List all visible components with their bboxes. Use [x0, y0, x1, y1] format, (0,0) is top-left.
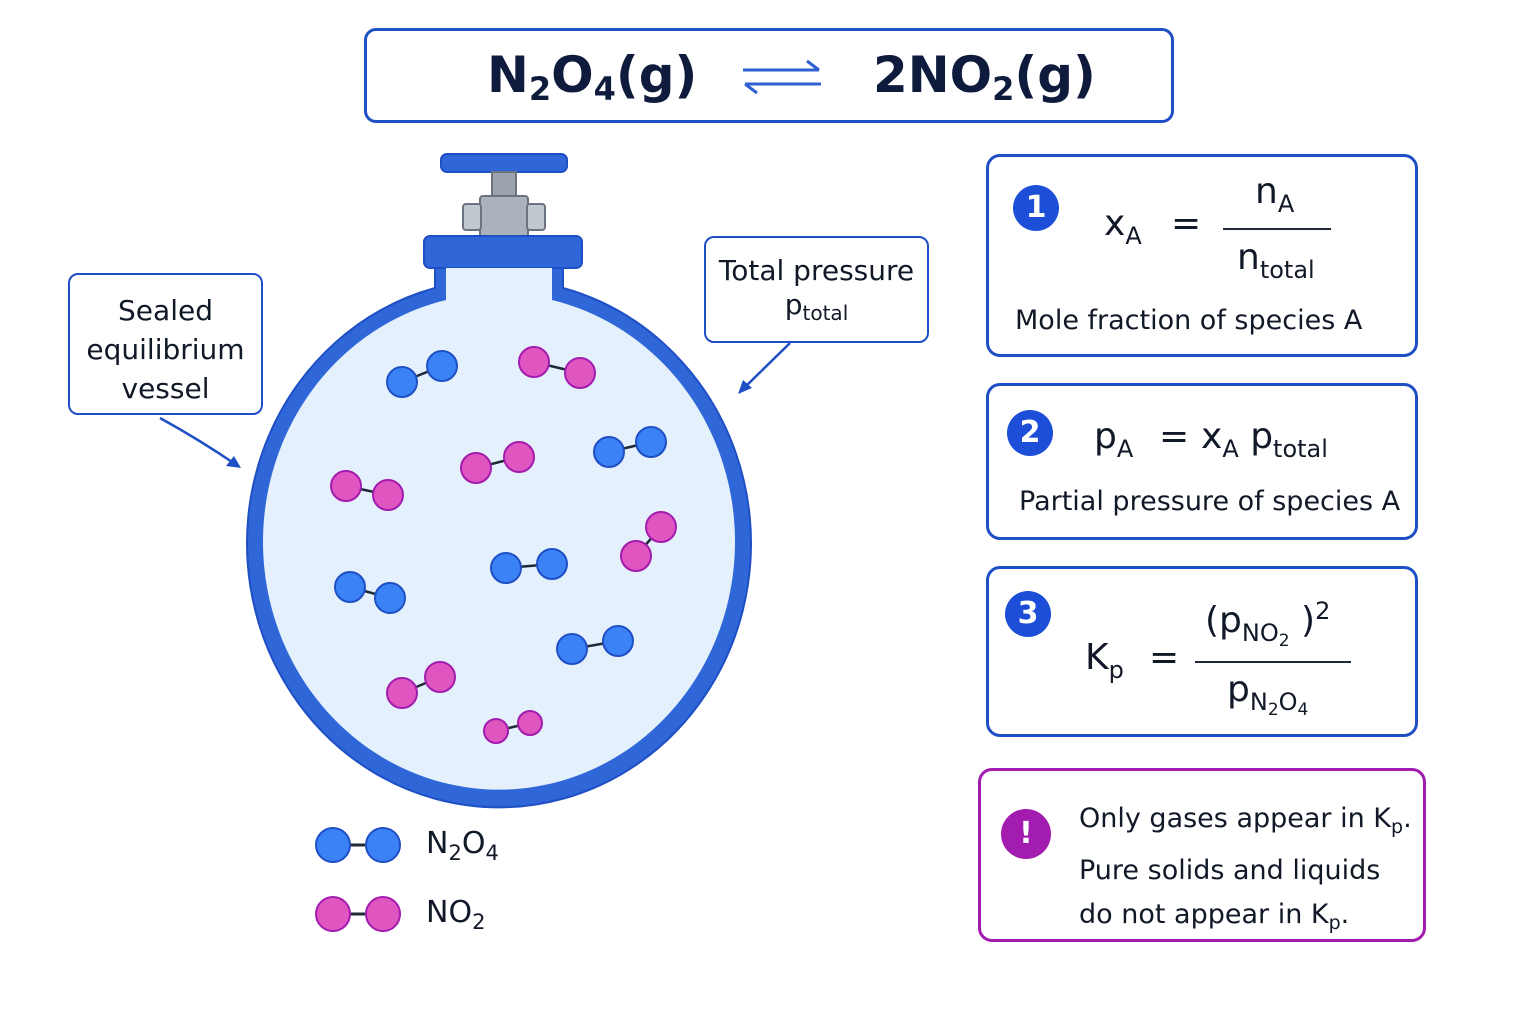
equals-sign: = — [1159, 416, 1190, 457]
molecules-group — [330, 346, 677, 744]
no2-molecule — [460, 441, 535, 484]
legend-no2-swatch — [315, 896, 351, 932]
no2-molecule — [330, 470, 404, 511]
vessel-callout-line2: equilibrium — [86, 333, 245, 366]
legend-n2o4-label: N2O4 — [426, 826, 499, 865]
step-number-3: 3 — [1005, 591, 1051, 637]
valve-stem — [491, 171, 517, 199]
n2o4-molecule — [334, 571, 406, 614]
note-line2: Pure solids and liquids — [1079, 855, 1381, 886]
equals-sign: = — [1149, 637, 1180, 678]
equilibrium-arrows-icon — [743, 59, 821, 95]
partial-pressure-rhs: xA ptotal — [1201, 416, 1328, 463]
warning-icon: ! — [1001, 809, 1051, 859]
mole-fraction-numerator: nA — [1255, 171, 1295, 218]
equals-sign: = — [1171, 203, 1202, 244]
vessel-callout-line3: vessel — [121, 372, 210, 405]
valve-body — [479, 195, 529, 239]
kp-numerator: (pNO2 )2 — [1205, 597, 1331, 651]
fraction-bar — [1195, 661, 1351, 663]
note-line3: do not appear in Kp. — [1079, 899, 1350, 934]
pressure-callout-arrow — [741, 342, 791, 391]
step-number-1: 1 — [1013, 185, 1059, 231]
pressure-callout: Total pressure ptotal — [704, 236, 929, 343]
valve-handle — [440, 153, 568, 173]
mole-fraction-caption: Mole fraction of species A — [1015, 305, 1363, 336]
no2-molecule — [518, 346, 596, 389]
note-line1: Only gases appear in Kp. — [1079, 803, 1412, 838]
legend-swatches — [315, 827, 401, 932]
n2o4-molecule — [386, 350, 458, 398]
partial-pressure-panel: 2 pA = xA ptotal Partial pressure of spe… — [986, 383, 1418, 540]
no2-molecule — [620, 511, 677, 572]
n2o4-molecule — [593, 426, 667, 468]
vessel-cap — [423, 235, 583, 269]
mole-fraction-denominator: ntotal — [1237, 237, 1315, 284]
vessel-callout: Sealed equilibrium vessel — [68, 273, 263, 415]
reaction-equation-box: N2O4(g) 2NO2(g) — [364, 28, 1174, 123]
vessel-callout-arrow — [159, 416, 239, 468]
no2-molecule — [483, 710, 543, 744]
n2o4-molecule — [556, 625, 634, 665]
pressure-callout-symbol: ptotal — [784, 288, 849, 325]
partial-pressure-caption: Partial pressure of species A — [1019, 486, 1401, 517]
note-text: Only gases appear in Kp. Pure solids and… — [1079, 797, 1412, 945]
gases-only-note: ! Only gases appear in Kp. Pure solids a… — [978, 768, 1426, 942]
fraction-bar — [1223, 228, 1331, 230]
reactant-formula: N2O4(g) — [487, 46, 698, 108]
mole-fraction-lhs: xA — [1104, 203, 1142, 250]
pressure-callout-label: Total pressure — [718, 254, 915, 287]
legend-n2o4-swatch — [315, 827, 351, 863]
legend-no2-label: NO2 — [426, 895, 486, 934]
kp-lhs: Kp — [1085, 637, 1124, 684]
partial-pressure-lhs: pA — [1094, 416, 1134, 463]
mole-fraction-panel: 1 xA = nA ntotal Mole fraction of specie… — [986, 154, 1418, 357]
no2-molecule — [386, 661, 456, 709]
product-formula: 2NO2(g) — [873, 46, 1096, 108]
n2o4-molecule — [490, 548, 568, 584]
vessel-interior — [263, 268, 736, 790]
vessel-callout-line1: Sealed — [118, 294, 213, 327]
kp-denominator: pN2O4 — [1227, 669, 1309, 720]
step-number-2: 2 — [1007, 410, 1053, 456]
kp-panel: 3 Kp = (pNO2 )2 pN2O4 — [986, 566, 1418, 737]
